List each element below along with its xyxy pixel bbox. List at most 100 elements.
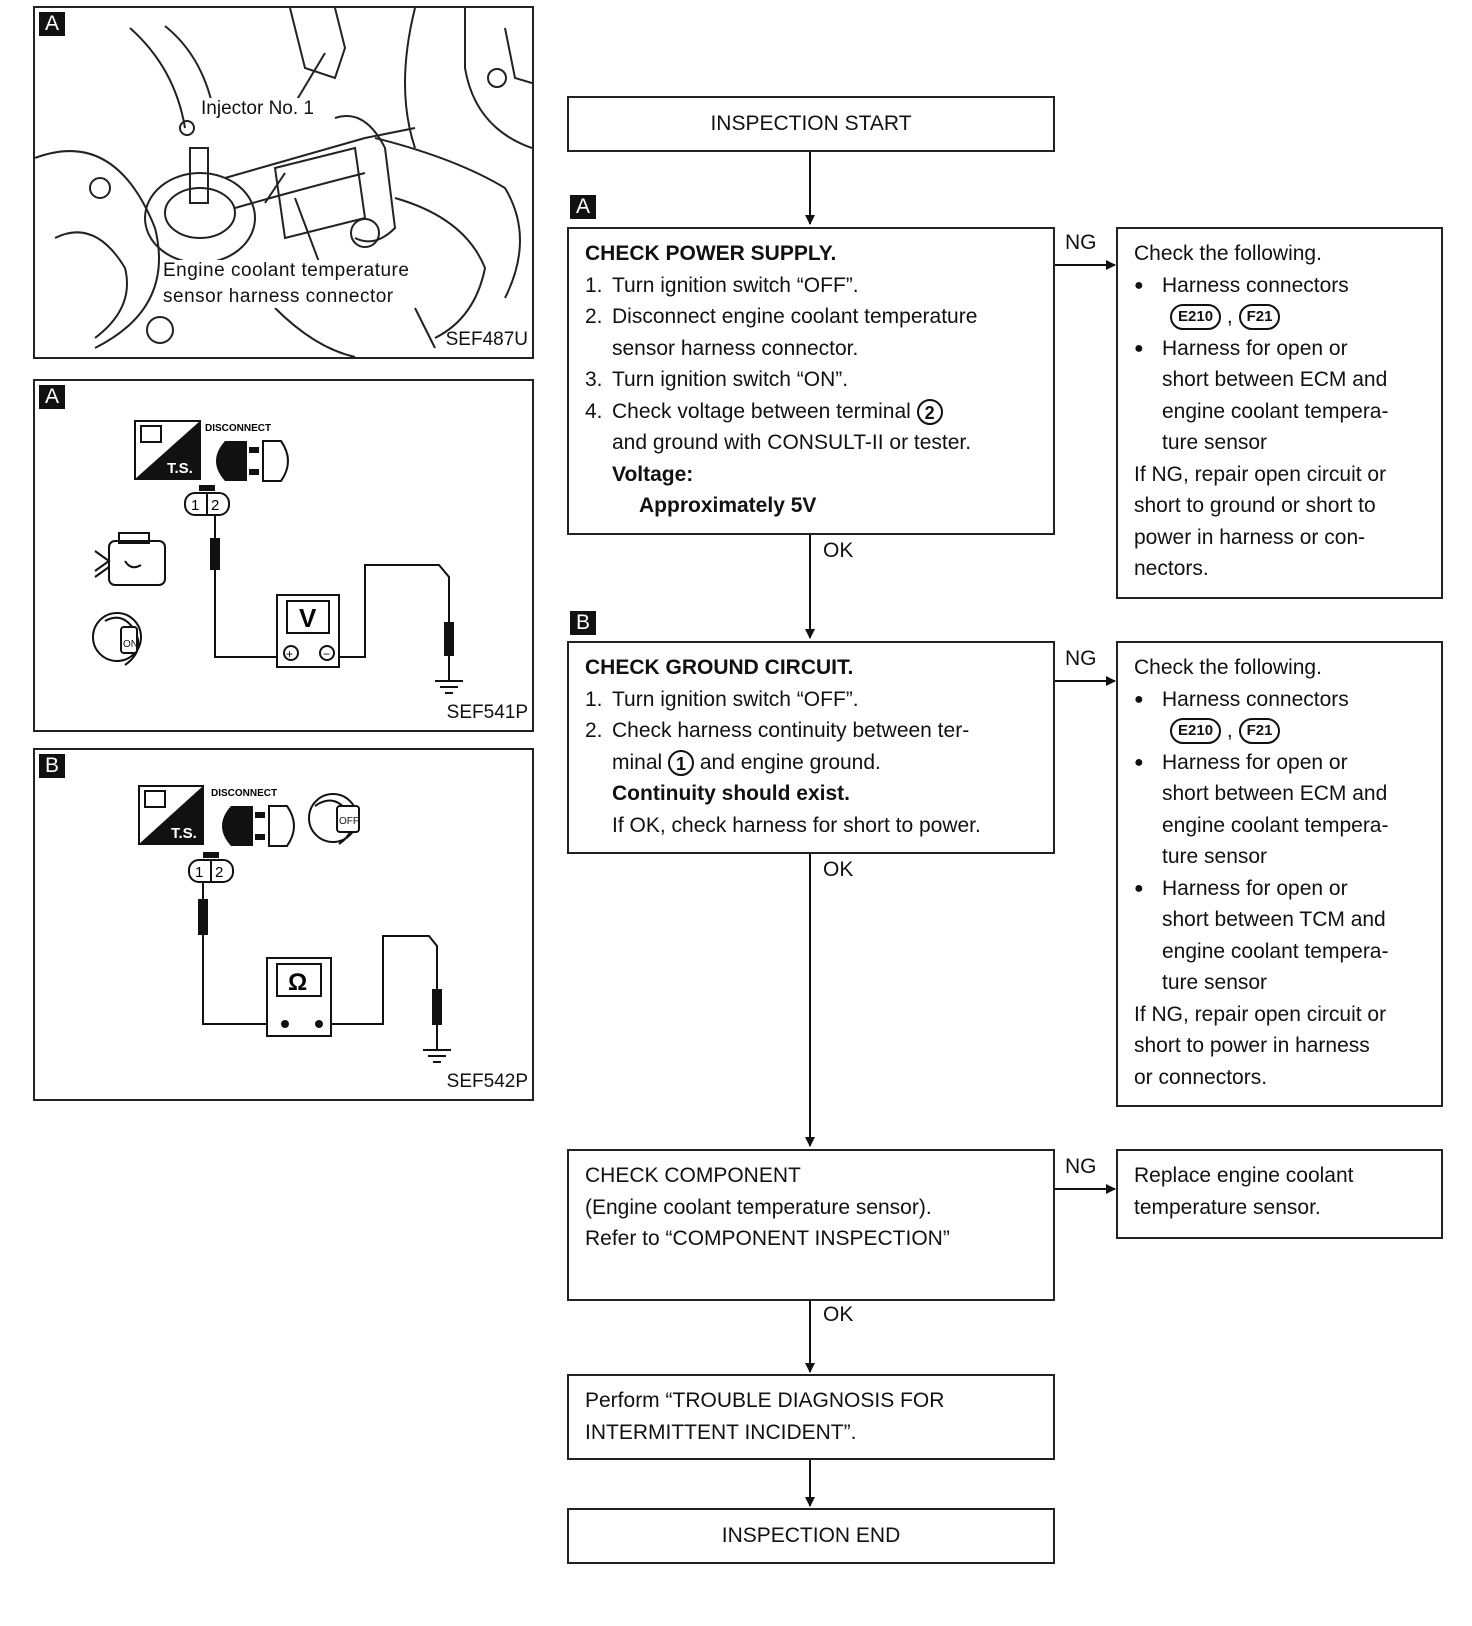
connector-separator: ,	[1226, 305, 1233, 328]
panel-badge: A	[39, 12, 65, 36]
svg-text:2: 2	[215, 864, 223, 881]
bullet-line: engine coolant tempera-	[1162, 813, 1389, 837]
perform-line: Perform “TROUBLE DIAGNOSIS FOR	[585, 1389, 945, 1412]
check-ground-circuit-box: CHECK GROUND CIRCUIT. 1. Turn ignition sw…	[567, 641, 1055, 854]
bullet-line: ture sensor	[1162, 845, 1268, 868]
inspection-start-label: INSPECTION START	[710, 112, 912, 136]
voltage-label: Voltage:	[612, 462, 694, 486]
ok-label: OK	[823, 539, 854, 562]
step-num: 1.	[585, 687, 603, 711]
bullet-line: ture sensor	[1162, 431, 1268, 454]
step-a-title: CHECK POWER SUPPLY.	[585, 242, 837, 265]
check-component-box: CHECK COMPONENT (Engine coolant temperat…	[567, 1149, 1055, 1301]
tail-line: If NG, repair open circuit or	[1134, 462, 1387, 486]
bullet-icon: ●	[1134, 753, 1144, 771]
connector-f21-icon: F21	[1238, 304, 1281, 331]
meter-symbol: Ω	[288, 969, 307, 996]
ignition-label: OFF	[339, 816, 359, 827]
if-ok-text: If OK, check harness for short to power.	[612, 813, 981, 837]
ignition-key-icon: OFF	[308, 793, 360, 845]
power-supply-ng-box: Check the following. ● Harness connectors…	[1116, 227, 1443, 599]
ts-label: T.S.	[171, 825, 197, 842]
replace-sensor-box: Replace engine coolant temperature senso…	[1116, 1149, 1443, 1239]
step-b-item-2b-pre: minal	[612, 750, 663, 774]
ts-label: T.S.	[167, 460, 193, 477]
continuity-text: Continuity should exist.	[612, 782, 851, 805]
bullet-harness-connectors: Harness connectors	[1162, 273, 1349, 297]
bullet-icon: ●	[1134, 879, 1144, 897]
ng-label: NG	[1065, 647, 1097, 670]
tail-line: short to power in harness	[1134, 1034, 1370, 1057]
step-num: 2.	[585, 719, 603, 742]
figure-code: SEF487U	[445, 329, 528, 350]
step-b-item-2b-post: and engine ground.	[699, 750, 881, 774]
bullet-line: engine coolant tempera-	[1162, 399, 1389, 423]
inspection-end-label: INSPECTION END	[721, 1524, 901, 1548]
ng-label: NG	[1065, 231, 1097, 254]
ng-heading: Check the following.	[1134, 656, 1322, 679]
tail-line: or connectors.	[1134, 1065, 1268, 1089]
connector-f21-icon: F21	[1238, 718, 1281, 745]
connector-e210-icon: E210	[1170, 718, 1222, 745]
step-num: 4.	[585, 399, 603, 423]
inspection-end-box: INSPECTION END	[567, 1508, 1055, 1564]
tail-line: If NG, repair open circuit or	[1134, 1002, 1387, 1026]
step-a-item-2: Disconnect engine coolant temperature	[612, 305, 978, 328]
perform-line: INTERMITTENT INCIDENT”.	[585, 1420, 857, 1444]
svg-text:1: 1	[195, 864, 203, 881]
step-b-badge: B	[570, 611, 596, 635]
panel-badge: B	[39, 754, 65, 778]
check-power-supply-box: CHECK POWER SUPPLY. 1. Turn ignition swit…	[567, 227, 1055, 535]
meter-symbol: V	[299, 603, 317, 633]
step-a-item-4: Check voltage between terminal	[612, 399, 911, 423]
bullet-icon: ●	[1134, 690, 1144, 708]
ignition-label: ON	[123, 639, 138, 650]
svg-text:1: 1	[191, 497, 199, 514]
bullet-line: ture sensor	[1162, 971, 1268, 994]
bullet-line: engine coolant tempera-	[1162, 939, 1389, 963]
step-num: 1.	[585, 273, 603, 297]
connector-separator: ,	[1226, 719, 1233, 742]
ts-icon: T.S.	[138, 785, 204, 845]
bullet-icon: ●	[1134, 276, 1144, 294]
voltmeter-icon: V +−	[276, 594, 340, 668]
ok-label: OK	[823, 858, 854, 881]
ohmmeter-icon: Ω	[266, 957, 332, 1037]
step-b-title: CHECK GROUND CIRCUIT.	[585, 656, 854, 679]
step-a-item-3: Turn ignition switch “ON”.	[612, 368, 849, 391]
component-line: CHECK COMPONENT	[585, 1164, 801, 1187]
bullet-line: Harness for open or	[1162, 750, 1348, 774]
ok-label: OK	[823, 1303, 854, 1326]
ground-circuit-ng-box: Check the following. ● Harness connectors…	[1116, 641, 1443, 1107]
terminal-1-marker: 1	[668, 749, 695, 776]
voltage-value: Approximately 5V	[639, 494, 817, 517]
panel-badge: A	[39, 385, 65, 409]
step-a-item-1: Turn ignition switch “OFF”.	[612, 273, 859, 297]
connector-e210-icon: E210	[1170, 304, 1222, 331]
bullet-harness-connectors: Harness connectors	[1162, 687, 1349, 711]
sensor-label-line2: sensor harness connector	[163, 286, 394, 308]
component-line: Refer to “COMPONENT INSPECTION”	[585, 1227, 950, 1250]
component-line: (Engine coolant temperature sensor).	[585, 1195, 932, 1219]
ng-heading: Check the following.	[1134, 242, 1322, 265]
engine-icon	[94, 532, 166, 586]
ignition-key-icon: ON	[92, 612, 142, 666]
figure-code: SEF541P	[446, 702, 528, 723]
step-a-item-4b: and ground with CONSULT-II or tester.	[612, 431, 972, 454]
perform-diagnosis-box: Perform “TROUBLE DIAGNOSIS FOR INTERMITT…	[567, 1374, 1055, 1460]
injector-label: Injector No. 1	[201, 98, 314, 120]
figure-code: SEF542P	[446, 1071, 528, 1092]
engine-line-drawing	[35, 8, 532, 357]
step-b-item-1: Turn ignition switch “OFF”.	[612, 687, 859, 711]
bullet-line: Harness for open or	[1162, 336, 1348, 360]
bullet-icon: ●	[1134, 339, 1144, 357]
svg-text:−: −	[323, 647, 330, 661]
disconnect-icon: DISCONNECT	[205, 423, 289, 482]
svg-text:2: 2	[211, 497, 219, 514]
step-a-badge: A	[570, 195, 596, 219]
inspection-start-box: INSPECTION START	[567, 96, 1055, 152]
